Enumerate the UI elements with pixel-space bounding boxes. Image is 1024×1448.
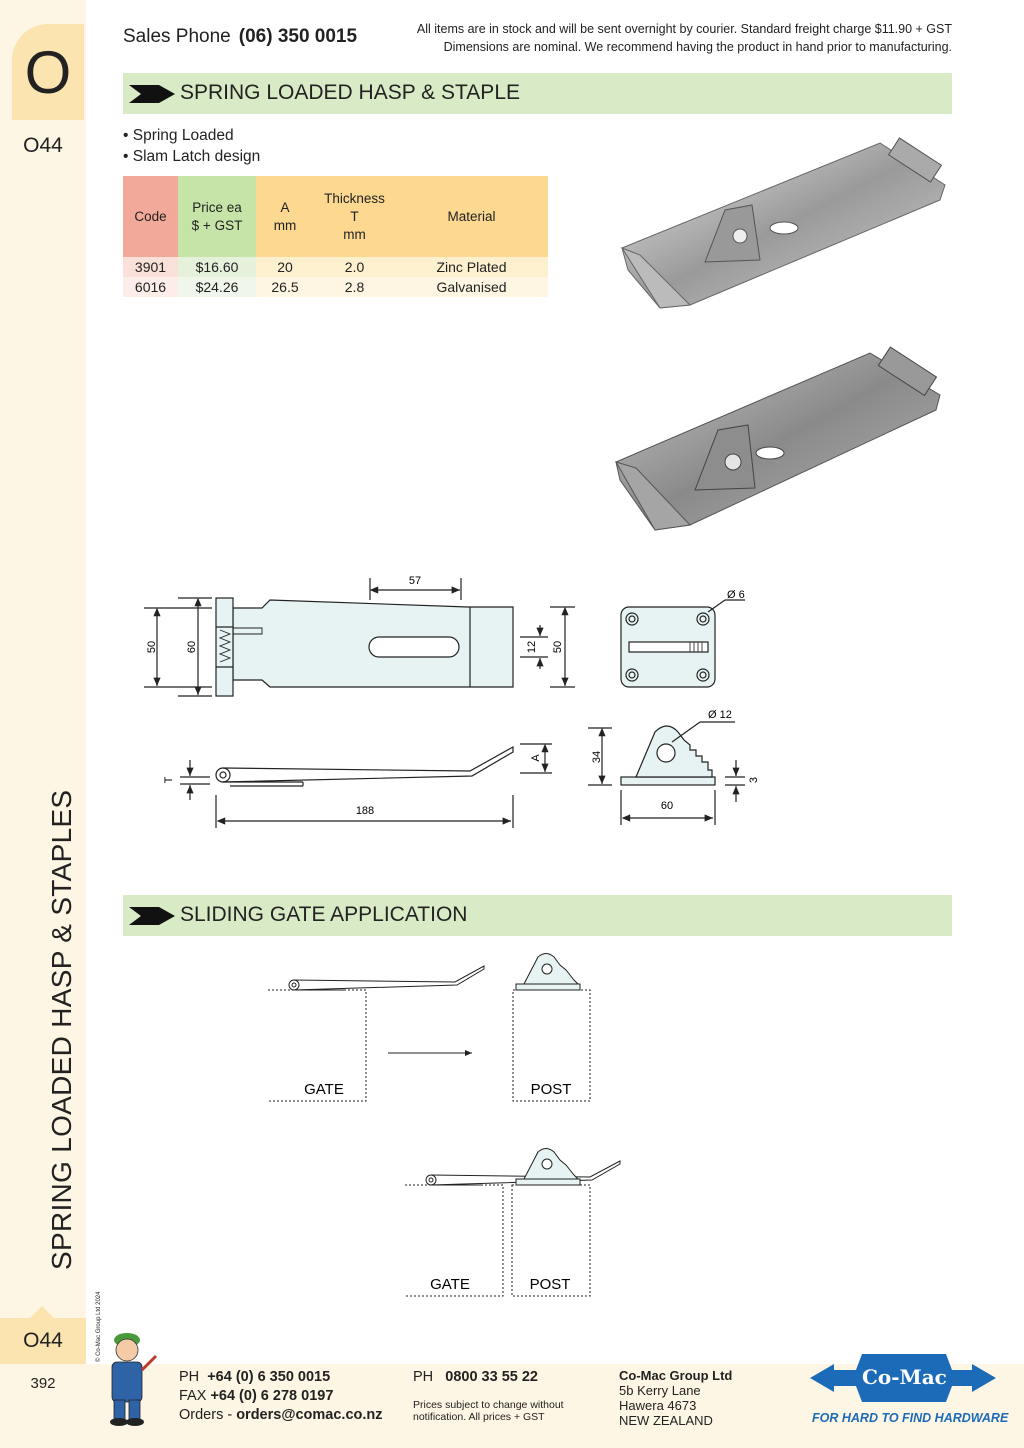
gate-label: GATE (304, 1081, 344, 1098)
cell-thickness: 2.0 (314, 257, 395, 277)
comac-logo[interactable] (810, 1350, 996, 1406)
feature-list: • Spring Loaded • Slam Latch design (123, 125, 260, 167)
sales-phone: Sales Phone (06) 350 0015 (123, 26, 357, 48)
disclaimer-line: Prices subject to change without (413, 1399, 564, 1411)
tagline: FOR HARD TO FIND HARDWARE (812, 1411, 1009, 1425)
ph2-label: PH (413, 1369, 434, 1385)
col-price-line: Price ea (192, 199, 242, 215)
dim-label: 57 (409, 575, 421, 587)
cell-thickness: 2.8 (314, 277, 395, 297)
staple-plate-view (620, 599, 745, 688)
ph2-number[interactable]: 0800 33 55 22 (445, 1369, 538, 1385)
freephone: PH 0800 33 55 22 (413, 1368, 538, 1387)
arrow-icon (129, 85, 175, 103)
product-title-banner: SPRING LOADED HASP & STAPLE (123, 73, 952, 114)
disclaimer-line: notification. All prices + GST (413, 1411, 545, 1423)
post-label: POST (531, 1081, 572, 1098)
dim-label: Ø 6 (727, 589, 745, 601)
arrow-icon (129, 907, 175, 925)
dim-label: 60 (661, 800, 673, 812)
dim-label: 50 (552, 641, 564, 653)
product-image-zinc (620, 137, 946, 309)
address-block: Co-Mac Group Ltd 5b Kerry Lane Hawera 46… (619, 1368, 732, 1428)
cell-a: 26.5 (256, 277, 314, 297)
dim-label: 60 (186, 641, 198, 653)
product-code-top: O44 (23, 134, 63, 157)
notice-line-1: All items are in stock and will be sent … (416, 22, 952, 36)
cell-material: Galvanised (395, 277, 548, 297)
hasp-side-view (180, 743, 552, 828)
address-line: 5b Kerry Lane (619, 1383, 701, 1398)
product-code-bottom: O44 (23, 1329, 63, 1352)
hasp-top-view (144, 578, 575, 697)
notice-line-2: Dimensions are nominal. We recommend hav… (443, 40, 952, 54)
bottom-code-tab (0, 1306, 86, 1364)
application-open (268, 953, 591, 1102)
dim-label: Ø 12 (708, 709, 732, 721)
company-name: Co-Mac Group Ltd (619, 1368, 733, 1383)
address-line: Hawera 4673 (619, 1398, 697, 1413)
orders-email[interactable]: orders@comac.co.nz (236, 1407, 383, 1423)
product-title: SPRING LOADED HASP & STAPLE (180, 81, 520, 104)
table-row: 3901 $16.60 20 2.0 Zinc Plated (123, 257, 548, 277)
contact-block: PH +64 (0) 6 350 0015 FAX +64 (0) 6 278 … (179, 1368, 383, 1425)
sales-number[interactable]: (06) 350 0015 (238, 26, 358, 47)
dim-label: A (530, 754, 542, 762)
staple-side-view (588, 721, 745, 825)
dim-label: 12 (526, 641, 538, 653)
fax-number: +64 (0) 6 278 0197 (210, 1388, 334, 1404)
post-label: POST (530, 1276, 571, 1293)
col-thk-line: T (350, 208, 359, 224)
section-letter: O (24, 39, 72, 106)
dim-label: 188 (356, 805, 374, 817)
table-row: 6016 $24.26 26.5 2.8 Galvanised (123, 277, 548, 297)
dim-label: T (163, 776, 175, 783)
dim-label: 50 (146, 641, 158, 653)
cell-code: 6016 (123, 277, 178, 297)
stock-notice: All items are in stock and will be sent … (417, 20, 952, 56)
product-image-galvanised (614, 346, 941, 531)
fax-label: FAX (179, 1388, 207, 1404)
address-line: NEW ZEALAND (619, 1413, 713, 1428)
col-material: Material (395, 176, 548, 257)
application-closed (405, 1148, 621, 1297)
col-code: Code (123, 176, 178, 257)
disclaimer: Prices subject to change without notific… (413, 1399, 564, 1423)
section-tab: O (12, 24, 84, 120)
application-title: SLIDING GATE APPLICATION (180, 903, 468, 926)
logo-text: Co-Mac (862, 1365, 947, 1389)
cell-material: Zinc Plated (395, 257, 548, 277)
cell-price: $24.26 (178, 277, 256, 297)
mascot-icon (110, 1333, 158, 1426)
gate-label: GATE (430, 1276, 470, 1293)
ph-number[interactable]: +64 (0) 6 350 0015 (207, 1369, 331, 1385)
application-banner: SLIDING GATE APPLICATION (123, 895, 952, 936)
orders-label: Orders - (179, 1407, 233, 1423)
col-thk-line: Thickness (324, 190, 385, 206)
page-number: 392 (30, 1375, 56, 1392)
dim-label: 3 (748, 777, 760, 783)
sales-label: Sales Phone (123, 26, 231, 47)
col-price: Price ea $ + GST (178, 176, 256, 257)
col-a-line: A (280, 199, 290, 215)
dim-label: 34 (591, 751, 603, 763)
col-thk-line: mm (343, 226, 366, 242)
col-price-line: $ + GST (191, 217, 243, 233)
feature-item: • Slam Latch design (123, 148, 261, 165)
cell-code: 3901 (123, 257, 178, 277)
sidebar (0, 0, 86, 1448)
feature-item: • Spring Loaded (123, 127, 234, 144)
col-a-line: mm (273, 217, 297, 233)
cell-price: $16.60 (178, 257, 256, 277)
cell-a: 20 (256, 257, 314, 277)
ph-label: PH (179, 1369, 200, 1385)
